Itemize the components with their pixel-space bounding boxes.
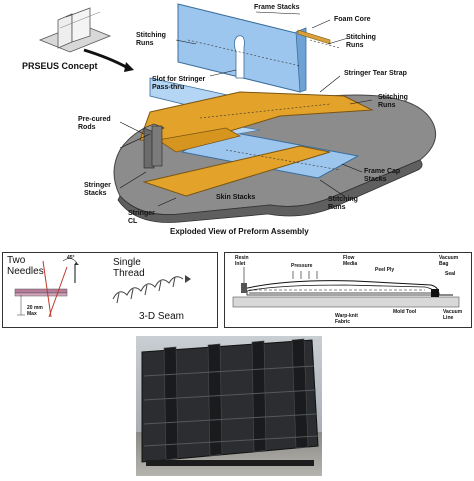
two-needles-label: Two Needles bbox=[7, 255, 44, 277]
tear-strap-label: Stringer Tear Strap bbox=[344, 70, 407, 77]
fabric-label: Warp-knit Fabric bbox=[335, 313, 358, 325]
resin-inlet-label: Resin Inlet bbox=[235, 255, 249, 267]
seal-block bbox=[431, 289, 439, 297]
mold-tool bbox=[232, 296, 460, 308]
panel-photo bbox=[136, 336, 322, 476]
stitching-runs-left-label: Stitching Runs bbox=[136, 32, 166, 47]
stringer-cl-label: Stringer CL bbox=[128, 210, 155, 225]
mold-tool-label: Mold Tool bbox=[393, 309, 417, 315]
infusion-drawing bbox=[232, 267, 460, 308]
vacuum-line-label: Vacuum Line bbox=[443, 309, 463, 321]
needle-b bbox=[48, 266, 68, 318]
figure-caption: Exploded View of Preform Assembly bbox=[170, 227, 309, 236]
flow-media-label: Flow Media bbox=[343, 255, 358, 267]
foam-core-label: Foam Core bbox=[334, 16, 371, 23]
seal-label: Seal bbox=[445, 271, 456, 277]
pressure-label: Pressure bbox=[291, 263, 313, 269]
stringer-stack bbox=[142, 145, 331, 197]
exploded-view-drawing bbox=[38, 3, 437, 223]
seam-drawing bbox=[112, 276, 184, 304]
exploded-view-panel: PRSEUS Concept Frame Stacks Foam Core St… bbox=[22, 3, 437, 236]
seam-label: 3-D Seam bbox=[139, 311, 185, 322]
infusion-panel: Resin Inlet Pressure Flow Media Peel Ply… bbox=[224, 252, 472, 328]
slot-label: Slot for Stringer Pass-thru bbox=[152, 76, 206, 91]
single-thread-label: Single Thread bbox=[113, 257, 145, 279]
stitching-runs-right-label: Stitching Runs bbox=[346, 34, 376, 49]
vacuum-bag-label: Vacuum Bag bbox=[439, 255, 459, 267]
frame-cap-stacks-label: Frame Cap Stacks bbox=[364, 168, 401, 183]
needle-a bbox=[42, 260, 52, 318]
leader-lines bbox=[119, 11, 373, 207]
prseus-concept-label: PRSEUS Concept bbox=[22, 61, 98, 71]
peel-ply-label: Peel Ply bbox=[375, 267, 395, 273]
stitch-drawing bbox=[14, 258, 191, 318]
skin-stacks-label: Skin Stacks bbox=[216, 194, 256, 201]
stitched-panel-photo bbox=[136, 336, 322, 476]
precured-rods-label: Pre-cured Rods bbox=[78, 116, 111, 131]
stitch-panel: Two Needles 45° Single Thread 20 mm Max … bbox=[2, 252, 218, 328]
stitching-runs-bottom-label: Stitching Runs bbox=[328, 196, 358, 211]
angle-label: 45° bbox=[67, 255, 75, 261]
dim-label: 20 mm Max bbox=[27, 305, 43, 317]
stitching-runs-mid-label: Stitching Runs bbox=[378, 94, 408, 109]
frame-stacks-label: Frame Stacks bbox=[254, 4, 300, 11]
prseus-concept-icon bbox=[38, 7, 134, 72]
stringer-stacks-label: Stringer Stacks bbox=[84, 182, 111, 197]
